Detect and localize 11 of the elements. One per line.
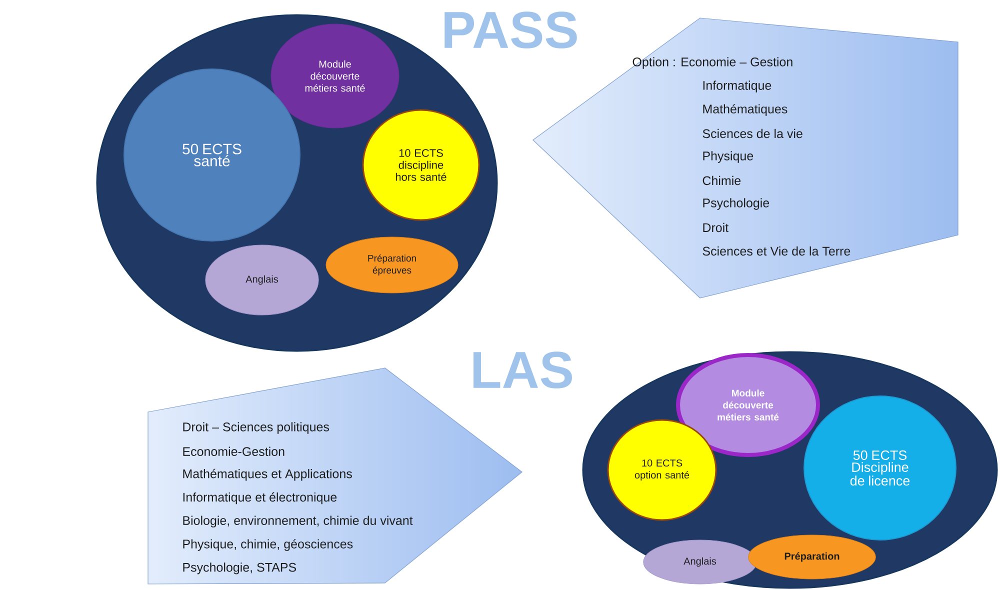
- heading: PASS: [444, 12, 577, 48]
- ellipse-bubble: 50 ECTS santé: [124, 68, 300, 242]
- ellipse-bubble: Préparation: [748, 534, 876, 580]
- ellipse-bubble: 10 ECTS discipline hors santé: [362, 109, 480, 221]
- ellipse-bubble: 50 ECTS Discipline de licence: [804, 396, 956, 540]
- ellipse-bubble: 10 ECTS option santé: [607, 419, 717, 521]
- ellipse-bubble: Module découverte métiers santé: [676, 353, 820, 457]
- ellipse-bubble: Anglais: [205, 244, 319, 316]
- ellipse-bubble: Module découverte métiers santé: [270, 24, 400, 128]
- ellipse-bubble: Anglais: [643, 540, 757, 584]
- ellipse-bubble: Préparation épreuves: [326, 236, 458, 294]
